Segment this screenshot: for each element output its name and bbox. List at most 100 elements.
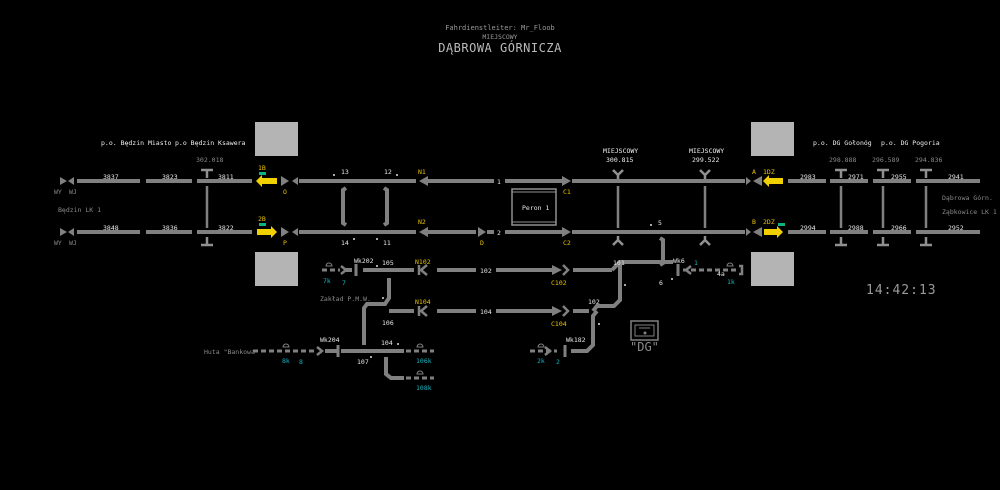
label-wj: WJ — [69, 188, 77, 196]
signal — [292, 177, 298, 185]
block-left-top[interactable] — [255, 122, 298, 156]
signal-C102 — [552, 265, 562, 275]
signal-label-C102[interactable]: C102 — [551, 279, 567, 287]
shunt-7k[interactable]: 7k — [323, 277, 331, 285]
signal-C104 — [552, 306, 562, 316]
switch-105[interactable]: 105 — [382, 259, 394, 267]
mode-label: MIEJSCOWY — [482, 33, 518, 41]
shunt-2[interactable]: 2 — [556, 358, 560, 366]
switch-107[interactable]: 107 — [357, 358, 369, 366]
arrow-2DZ — [764, 226, 783, 238]
mileage-marker — [835, 168, 847, 178]
switch-13[interactable]: 13 — [341, 168, 349, 176]
signal-label-N104[interactable]: N104 — [415, 298, 431, 306]
switch-104[interactable]: 104 — [381, 339, 393, 347]
signal-label-B[interactable]: B — [752, 218, 756, 226]
signal-label-N1[interactable]: N1 — [418, 168, 426, 176]
switch-4a[interactable]: 4a — [717, 270, 725, 278]
line-zabkowice: Ząbkowice LK 1 — [942, 208, 997, 216]
signal-label-A[interactable]: A — [752, 168, 756, 176]
track-label: 2966 — [891, 224, 907, 232]
shunt-1[interactable]: 1 — [694, 259, 698, 267]
shunt-1k[interactable]: 1k — [727, 278, 735, 286]
switch-6[interactable]: 6 — [659, 279, 663, 287]
signal-label-C2[interactable]: C2 — [563, 239, 571, 247]
track-label: 2971 — [848, 173, 864, 181]
track-101-label: 101 — [613, 259, 625, 267]
track-label: 2983 — [800, 173, 816, 181]
block-right-top[interactable] — [751, 122, 794, 156]
zaklad-label: Zakład P.M.W. — [320, 295, 371, 303]
signal-label-C104[interactable]: C104 — [551, 320, 567, 328]
signal-label-O[interactable]: O — [283, 188, 287, 196]
clock: 14:42:13 — [866, 283, 937, 298]
arrow-1DZ — [763, 175, 783, 187]
km-left: 302.018 — [196, 156, 224, 164]
mileage-marker — [920, 168, 932, 178]
green-indicator — [778, 223, 785, 226]
green-indicator — [259, 172, 266, 175]
stop-dg-golonog: p.o. DG Gołonóg — [813, 139, 872, 147]
signal-label-P[interactable]: P — [283, 239, 287, 247]
track-label: 3848 — [103, 224, 119, 232]
mileage-marker — [201, 237, 213, 247]
track-2-label: 2 — [497, 229, 501, 237]
signal-label-C1[interactable]: C1 — [563, 188, 571, 196]
mileage-marker — [201, 168, 213, 178]
track-label: 3823 — [162, 173, 178, 181]
signal-label-1DZ[interactable]: 1DZ — [763, 168, 775, 176]
signal — [746, 228, 751, 236]
miejscowy-1-km: 300.815 — [606, 156, 634, 164]
track-102-label: 102 — [480, 267, 492, 275]
shunt-7[interactable]: 7 — [342, 279, 346, 287]
switch-12[interactable]: 12 — [384, 168, 392, 176]
signal-P — [281, 227, 289, 237]
signal-O — [281, 176, 289, 186]
block-left-bottom[interactable] — [255, 252, 298, 286]
dispatcher-label: Fahrdienstleiter: Mr_Floob — [445, 24, 555, 32]
shunt-2k[interactable]: 2k — [537, 357, 545, 365]
signal-label-1B[interactable]: 1B — [258, 164, 266, 172]
signal-C2 — [562, 227, 571, 237]
arrow-1B — [256, 175, 277, 187]
dg-icon — [630, 320, 659, 341]
wk204-label: Wk204 — [320, 336, 340, 344]
switch-106[interactable]: 106 — [382, 319, 394, 327]
y-marker — [699, 169, 711, 179]
signal-N102 — [417, 264, 428, 276]
label-wy: WY — [54, 239, 62, 247]
track-label: 2994 — [800, 224, 816, 232]
block-right-bottom[interactable] — [751, 252, 794, 286]
wk6-label: Wk6 — [673, 257, 685, 265]
signal — [746, 177, 751, 185]
signal-A — [753, 176, 762, 186]
signal-N2 — [419, 227, 428, 237]
y-marker — [612, 169, 624, 179]
signal-label-D[interactable]: D — [480, 239, 484, 247]
km-right: 294.836 — [915, 156, 943, 164]
track-label: 3837 — [103, 173, 119, 181]
y-marker — [612, 236, 624, 246]
shunt-8k[interactable]: 8k — [282, 357, 290, 365]
signal-label-N102[interactable]: N102 — [415, 258, 431, 266]
shunt-8[interactable]: 8 — [299, 358, 303, 366]
line-bedzin: Będzin LK 1 — [58, 206, 102, 214]
signal-label-2DZ[interactable]: 2DZ — [763, 218, 775, 226]
signal-wj — [68, 177, 74, 185]
switch-11[interactable]: 11 — [383, 239, 391, 247]
signal — [292, 228, 298, 236]
shunt-8-marker — [316, 346, 325, 356]
y-marker — [699, 236, 711, 246]
signal-N104 — [417, 305, 428, 317]
km-right: 296.589 — [872, 156, 900, 164]
shunt-106k[interactable]: 106k — [416, 357, 432, 365]
km-right: 298.888 — [829, 156, 857, 164]
track-104-label: 104 — [480, 308, 492, 316]
signal-label-2B[interactable]: 2B — [258, 215, 266, 223]
signal-B — [753, 227, 762, 237]
signal-label-N2[interactable]: N2 — [418, 218, 426, 226]
label-wy: WY — [54, 188, 62, 196]
shunt-108k[interactable]: 108k — [416, 384, 432, 392]
switch-5[interactable]: 5 — [658, 219, 662, 227]
switch-14[interactable]: 14 — [341, 239, 349, 247]
